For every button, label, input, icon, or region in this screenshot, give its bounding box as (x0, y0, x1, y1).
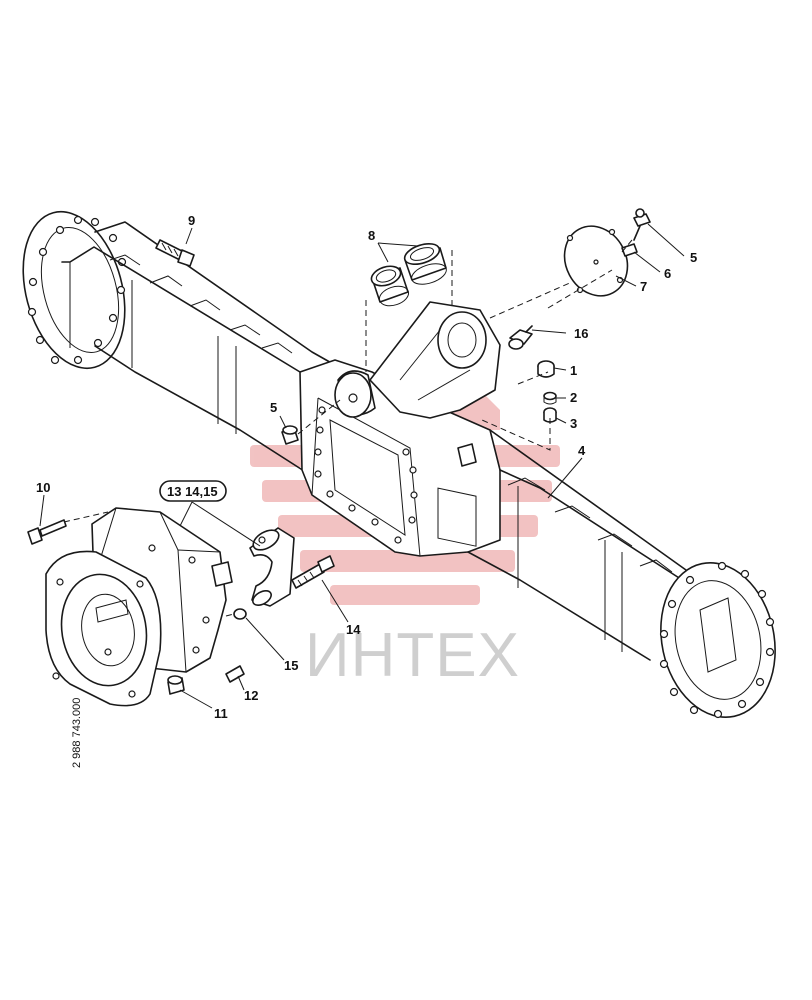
callout-1: 1 (570, 363, 577, 378)
callout-13-14-15-frame (159, 480, 227, 502)
callout-3: 3 (570, 416, 577, 431)
callout-labels: 1 2 3 4 5 5 6 7 8 9 10 11 12 13 14,15 14… (36, 213, 697, 721)
axle-housing (22, 210, 776, 719)
hub-housing (45, 507, 233, 707)
bolt-14 (291, 555, 335, 589)
callout-7: 7 (640, 279, 647, 294)
plug-5-left (281, 425, 299, 445)
bearing-cap (249, 527, 295, 607)
callout-5-left: 5 (270, 400, 277, 415)
callout-9: 9 (188, 213, 195, 228)
watermark-text: ИНТЕХ (305, 621, 520, 690)
pivot-bushings (370, 242, 447, 307)
callout-15: 15 (284, 658, 298, 673)
sleeve-15 (233, 608, 247, 620)
bolt-10 (27, 519, 67, 545)
callout-13-14-15: 13 14,15 (167, 484, 218, 499)
callout-11: 11 (214, 706, 228, 721)
callout-10: 10 (36, 480, 50, 495)
rear-trunnion-boss (437, 311, 487, 369)
right-flange (660, 562, 776, 718)
callout-8: 8 (368, 228, 375, 243)
document-number: 2 988 743.000 (71, 698, 83, 768)
cover-screw (621, 243, 638, 257)
cover-plate (563, 225, 629, 297)
callout-4: 4 (578, 443, 586, 458)
leader-lines (39, 223, 685, 709)
ring-2 (543, 391, 557, 405)
fitting-16 (508, 325, 533, 350)
dowel-pin-12 (225, 665, 245, 683)
carrier-bolt-holes (314, 406, 418, 544)
bolt-9 (155, 239, 195, 267)
left-flange-bolt-holes (27, 215, 127, 365)
plug-3 (543, 407, 557, 423)
callout-12: 12 (244, 688, 258, 703)
callout-6: 6 (664, 266, 671, 281)
callout-5-top: 5 (690, 250, 697, 265)
breather-valve (633, 208, 651, 241)
callout-2: 2 (570, 390, 577, 405)
right-flange-bolt-holes (659, 561, 775, 719)
callout-16: 16 (574, 326, 588, 341)
callout-14: 14 (346, 622, 361, 637)
